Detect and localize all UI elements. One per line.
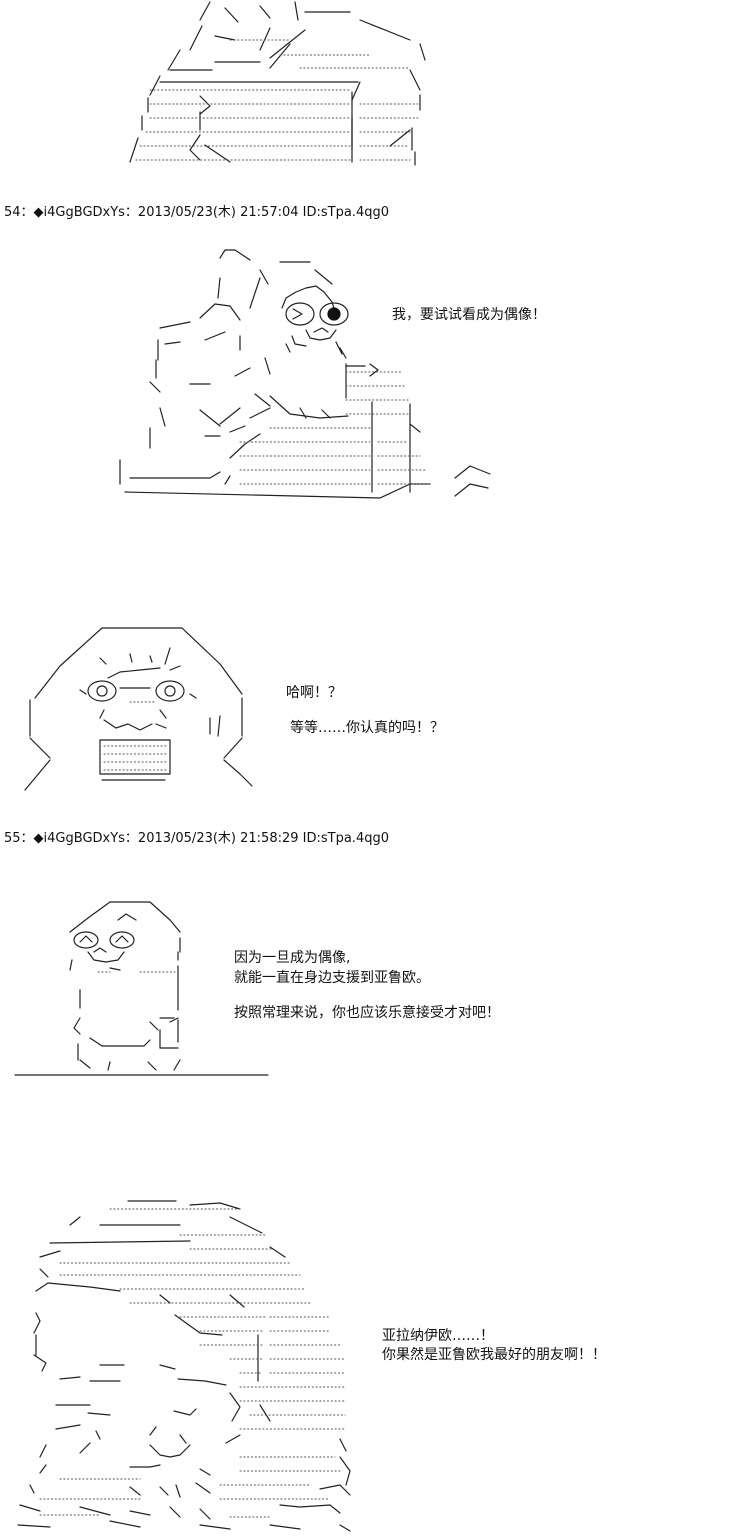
dialogue-line: 我，要试试看成为偶像！ — [392, 307, 546, 323]
dialogue-line: 就能一直在身边支援到亚鲁欧。 — [234, 970, 430, 986]
dialogue-line: 等等……你认真的吗！？ — [290, 720, 444, 736]
ascii-art-round-character — [24, 627, 253, 791]
ascii-art-small-figure — [14, 901, 269, 1076]
dialogue-line: 你果然是亚鲁欧我最好的朋友啊！！ — [382, 1347, 606, 1363]
ascii-art-figure-with-creature — [119, 249, 491, 499]
dialogue-line: 哈啊！？ — [286, 685, 342, 701]
post-header: 55：◆i4GgBGDxYs：2013/05/23(木) 21:58:29 ID… — [4, 831, 389, 846]
dialogue-line: 亚拉纳伊欧……！ — [382, 1328, 494, 1344]
ascii-art-figure-top — [129, 1, 426, 166]
dialogue-line: 因为一旦成为偶像, — [234, 950, 351, 966]
ascii-art-large-character — [17, 1200, 351, 1532]
post-header: 54：◆i4GgBGDxYs：2013/05/23(木) 21:57:04 ID… — [4, 205, 389, 220]
dialogue-line: 按照常理来说，你也应该乐意接受才对吧！ — [234, 1005, 500, 1021]
